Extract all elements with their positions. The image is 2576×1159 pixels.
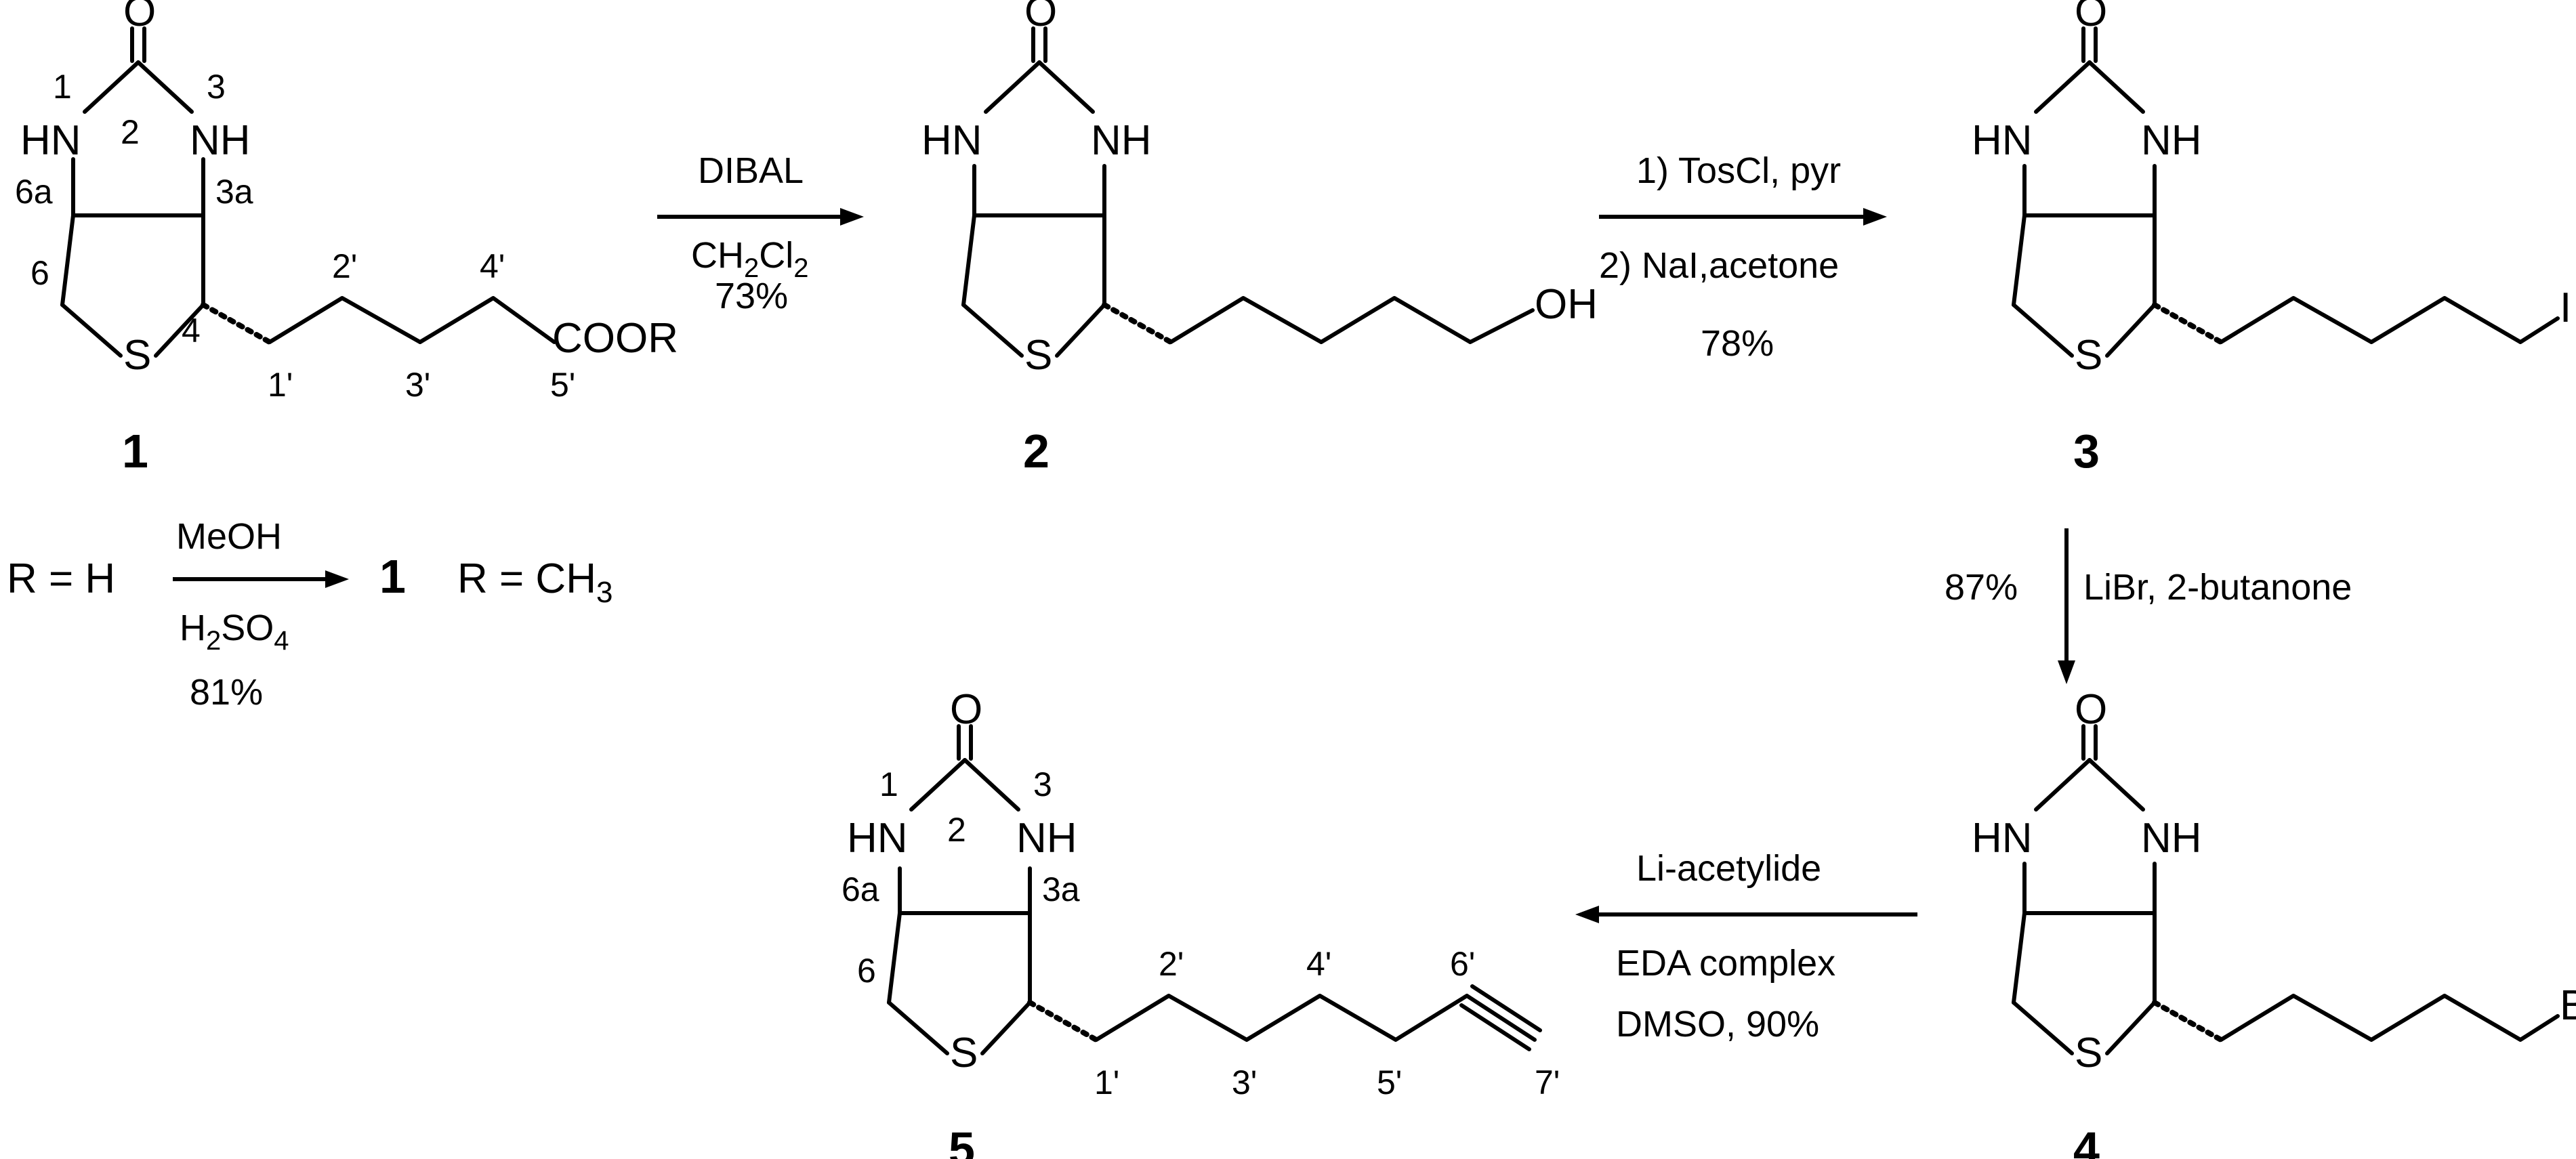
sulfur-label: S (123, 332, 151, 379)
chain-number: 7' (1535, 1063, 1560, 1101)
sulfur-label: S (2075, 332, 2102, 379)
ring-number: 4 (182, 312, 201, 350)
carbonyl-oxygen: O (123, 0, 156, 35)
side-chain (2219, 994, 2560, 1042)
nh-label: NH (2141, 815, 2202, 862)
step-3-arrow: 87% LiBr, 2-butanone (1945, 528, 2352, 684)
compound-3: O HN NH S I 3 (1972, 0, 2571, 478)
ring-number: 3 (1033, 765, 1052, 803)
chain-number: 2' (1159, 945, 1184, 983)
carbonyl-oxygen: O (2075, 0, 2107, 35)
side-chain (2219, 296, 2560, 344)
esterification-step: R = H MeOH H2SO4 81% 1 R = CH3 (7, 516, 612, 713)
compound-4: O HN NH S Br 4 (1972, 686, 2576, 1159)
reagent-solvent: CH2Cl2 (691, 235, 809, 283)
reagent-line: Li-acetylide (1636, 848, 1821, 889)
chain-number: 3' (405, 366, 430, 404)
carbonyl-oxygen: O (950, 686, 982, 733)
chain-terminus: COOR (552, 315, 678, 362)
chain-number: 5' (550, 366, 575, 404)
ester-label: R = CH3 (457, 555, 612, 609)
reagent-line: 1) TosCl, pyr (1636, 150, 1841, 191)
reagent-line: EDA complex (1616, 943, 1835, 984)
ring-number: 6 (857, 952, 876, 990)
reagent-line: MeOH (176, 516, 282, 557)
side-chain (268, 296, 556, 344)
ring-number: 6a (15, 173, 53, 211)
reagent-line: DMSO, 90% (1616, 1004, 1819, 1045)
compound-5: O HN NH S 1 2 3 6a 3a 6 1' 2' 3' 4' 5' 6… (842, 686, 1560, 1159)
hn-label: HN (20, 117, 81, 164)
compound-number: 2 (1023, 425, 1050, 478)
chain-terminus: Br (2560, 982, 2576, 1029)
chain-number: 3' (1232, 1063, 1257, 1101)
sulfur-label: S (950, 1030, 978, 1076)
compound-number: 1 (122, 425, 148, 478)
reagent-line: LiBr, 2-butanone (2083, 567, 2352, 608)
chain-number: 4' (1306, 945, 1331, 983)
compound-1: O HN NH S 1 2 3 6a 3a 6 4 COOR 1' 2' 3' … (15, 0, 678, 478)
hn-label: HN (1972, 117, 2033, 164)
chain-number: 4' (480, 247, 505, 285)
step-4-arrow: Li-acetylide EDA complex DMSO, 90% (1575, 848, 1917, 1045)
ring-number: 6a (842, 870, 879, 908)
reagent-yield: 73% (715, 276, 788, 316)
nh-label: NH (1016, 815, 1077, 862)
ring-number: 2 (947, 811, 966, 849)
reagent-line: 2) NaI,acetone (1599, 245, 1839, 286)
chain-number: 6' (1450, 945, 1475, 983)
ring-number: 1 (53, 68, 72, 106)
ring-numbering: 1 2 3 6a 3a 6 4 (15, 68, 253, 350)
compound-number: 3 (2073, 425, 2100, 478)
hn-label: HN (921, 117, 982, 164)
side-chain (1094, 994, 1469, 1042)
ring-number: 3a (1042, 870, 1080, 908)
reagent-yield: 78% (1701, 323, 1774, 364)
side-chain (1169, 296, 1535, 344)
biotin-core: O HN NH S (20, 0, 272, 379)
reagent-yield: 81% (190, 672, 263, 713)
chain-number: 1' (268, 366, 293, 404)
chain-numbering: 1' 2' 3' 4' 5' 6' 7' (1094, 945, 1560, 1101)
reagent-line: DIBAL (698, 150, 804, 191)
step-2-arrow: 1) TosCl, pyr 2) NaI,acetone 78% (1599, 150, 1887, 364)
hn-label: HN (1972, 815, 2033, 862)
compound-number: 4 (2073, 1122, 2100, 1159)
nh-label: NH (190, 117, 251, 164)
chain-number: 2' (332, 247, 357, 285)
chain-numbering: 1' 2' 3' 4' 5' (268, 247, 575, 404)
ring-numbering: 1 2 3 6a 3a 6 (842, 765, 1080, 990)
sulfur-label: S (1024, 332, 1052, 379)
sulfur-label: S (2075, 1030, 2102, 1076)
step-1-arrow: DIBAL CH2Cl2 73% (657, 150, 864, 316)
ring-number: 6 (30, 254, 49, 292)
reagent-yield: 87% (1945, 567, 2018, 608)
chain-terminus: OH (1535, 281, 1598, 328)
chain-number: 1' (1094, 1063, 1119, 1101)
nh-label: NH (1091, 117, 1152, 164)
compound-number: 5 (949, 1122, 975, 1159)
carbonyl-oxygen: O (1024, 0, 1057, 35)
acid-label: R = H (7, 555, 115, 602)
chain-terminus: I (2560, 285, 2571, 331)
ring-number: 1 (879, 765, 898, 803)
hn-label: HN (847, 815, 908, 862)
carbonyl-oxygen: O (2075, 686, 2107, 733)
alkyne-triple-bond (1459, 984, 1542, 1051)
reagent-acid: H2SO4 (180, 608, 289, 656)
ring-number: 3 (207, 68, 226, 106)
ring-number: 3a (215, 173, 253, 211)
chain-number: 5' (1377, 1063, 1402, 1101)
compound-2: O HN NH S OH 2 (921, 0, 1598, 478)
compound-number: 1 (379, 550, 406, 603)
ring-number: 2 (121, 113, 140, 151)
nh-label: NH (2141, 117, 2202, 164)
